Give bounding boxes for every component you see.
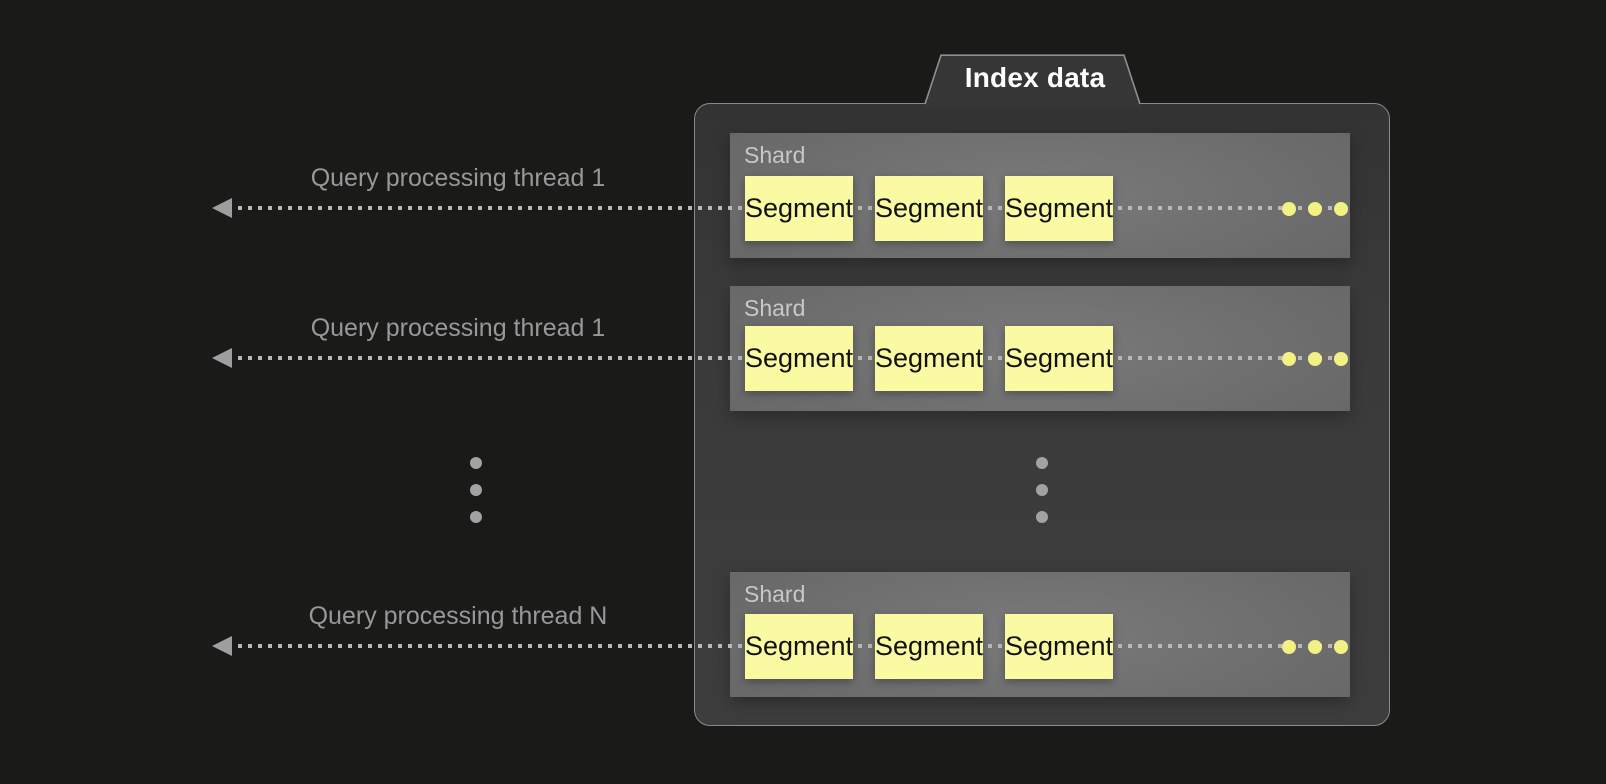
- shard-label: Shard: [744, 142, 806, 168]
- shard-label: Shard: [744, 295, 806, 321]
- more-shards-ellipsis: [1036, 457, 1048, 523]
- ellipsis-dot: [1282, 201, 1296, 216]
- shard-label: Shard: [744, 581, 806, 607]
- ellipsis-dot: [1036, 484, 1048, 496]
- ellipsis-dot: [470, 457, 482, 469]
- segment-box: Segment: [875, 614, 983, 679]
- ellipsis-dot: [1334, 351, 1348, 366]
- more-segments-ellipsis: [1282, 201, 1348, 216]
- ellipsis-dot: [1308, 201, 1322, 216]
- segment-box: Segment: [745, 176, 853, 241]
- segment-box: Segment: [1005, 326, 1113, 391]
- ellipsis-dot: [1308, 639, 1322, 654]
- tab-title: Index data: [964, 62, 1106, 93]
- segment-box: Segment: [875, 326, 983, 391]
- more-segments-ellipsis: [1282, 351, 1348, 366]
- ellipsis-dot: [1282, 351, 1296, 366]
- segment-box: Segment: [1005, 176, 1113, 241]
- segment-row-1: Segment Segment Segment: [745, 176, 1348, 241]
- segment-box: Segment: [745, 326, 853, 391]
- ellipsis-dot: [1036, 511, 1048, 523]
- left-arrowhead-icon: [212, 198, 232, 218]
- segment-box: Segment: [745, 614, 853, 679]
- more-threads-ellipsis: [470, 457, 482, 523]
- ellipsis-dot: [1334, 639, 1348, 654]
- left-arrowhead-icon: [212, 636, 232, 656]
- segment-row-3: Segment Segment Segment: [745, 614, 1348, 679]
- ellipsis-dot: [1036, 457, 1048, 469]
- segment-box: Segment: [875, 176, 983, 241]
- tab-shape: [923, 55, 1142, 108]
- tab-border: [924, 54, 1141, 105]
- segment-box: Segment: [1005, 614, 1113, 679]
- ellipsis-dot: [1282, 639, 1296, 654]
- more-segments-ellipsis: [1282, 639, 1348, 654]
- thread-label: Query processing thread 1: [310, 164, 606, 192]
- thread-label: Query processing thread 1: [310, 314, 606, 342]
- ellipsis-dot: [470, 484, 482, 496]
- index-data-tab: [923, 54, 1142, 108]
- left-arrowhead-icon: [212, 348, 232, 368]
- ellipsis-dot: [1334, 201, 1348, 216]
- thread-label: Query processing thread N: [308, 602, 608, 630]
- ellipsis-dot: [1308, 351, 1322, 366]
- segment-row-2: Segment Segment Segment: [745, 326, 1348, 391]
- ellipsis-dot: [470, 511, 482, 523]
